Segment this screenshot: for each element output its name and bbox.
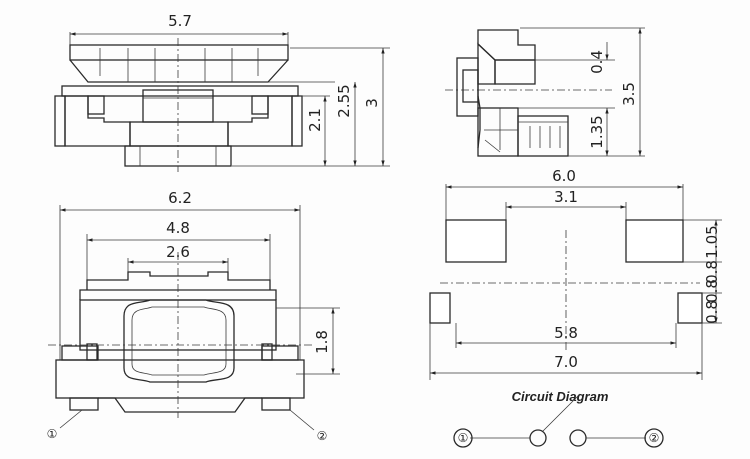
pin1-callout: ① [47, 427, 58, 441]
side-view: 0.4 1.35 3.5 [445, 27, 645, 157]
circuit-pin1-label: ① [458, 431, 469, 445]
dim-total-label: 3.5 [620, 82, 638, 106]
circuit-pin2-circle [644, 428, 664, 448]
dim-0-8b-label: 0.8 [703, 279, 721, 303]
dim-6-0-label: 6.0 [552, 167, 576, 185]
dim-w2-label: 4.8 [166, 219, 190, 237]
pad-top-right [625, 219, 684, 263]
circuit-contact-right [569, 429, 587, 447]
dim-h-label: 1.8 [313, 330, 331, 354]
dim-0-8a-label: 0.8 [703, 260, 721, 284]
dim-7-0-label: 7.0 [554, 353, 578, 371]
top-view: 6.2 4.8 2.6 1.8 ① ② [47, 189, 340, 443]
pad-top-left [445, 219, 507, 263]
pin2-callout: ② [317, 429, 328, 443]
dim-h2-label: 2.55 [335, 84, 353, 117]
circuit-title: Circuit Diagram [512, 389, 609, 404]
pad-bottom-right [677, 292, 703, 324]
dim-w1-label: 6.2 [168, 189, 192, 207]
dim-h1-label: 2.1 [306, 108, 324, 132]
dim-5-8-label: 5.8 [554, 324, 578, 342]
pcb-footprint: 6.0 3.1 1.05 0.8 0.8 0.8 5.8 7.0 [429, 167, 722, 380]
circuit-pin1-circle [453, 428, 473, 448]
pad-bottom-left [429, 292, 451, 324]
dim-0-8c-label: 0.8 [703, 300, 721, 324]
circuit-diagram: Circuit Diagram ① ② [453, 389, 664, 448]
circuit-pin2-label: ② [649, 431, 660, 445]
dim-top-label: 0.4 [588, 50, 606, 74]
dim-width-label: 5.7 [168, 12, 192, 30]
dim-3-1-label: 3.1 [554, 188, 578, 206]
circuit-contact-left [529, 429, 547, 447]
dim-bottom-label: 1.35 [588, 115, 606, 148]
dim-1-05-label: 1.05 [703, 225, 721, 258]
front-view: 5.7 2.1 2.55 3 [54, 12, 390, 172]
dim-h3-label: 3 [363, 98, 381, 108]
